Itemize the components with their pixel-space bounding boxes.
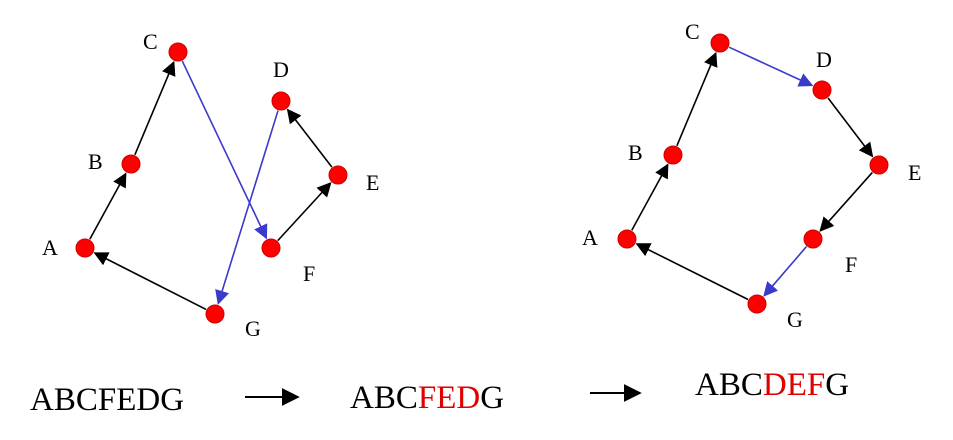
node-E	[869, 155, 889, 175]
edge-F-G	[763, 246, 808, 297]
node-label-E: E	[908, 160, 921, 185]
node-A	[75, 238, 95, 258]
edge-B-C	[134, 60, 176, 156]
node-label-A: A	[582, 225, 598, 250]
node-F	[261, 238, 281, 258]
edge-C-F	[181, 60, 268, 240]
edge-A-B	[631, 163, 669, 231]
edge-G-A	[93, 252, 207, 311]
node-label-F: F	[845, 252, 857, 277]
node-A	[617, 229, 637, 249]
node-label-B: B	[628, 140, 643, 165]
node-label-F: F	[303, 261, 315, 286]
sequence-initial-text: ABCFEDG	[30, 382, 184, 418]
node-D	[271, 91, 291, 111]
edge-D-G	[215, 110, 279, 305]
node-label-B: B	[88, 149, 103, 174]
sequence-final-highlight: DEF	[763, 367, 825, 403]
sequence-reversed-prefix: ABC	[350, 380, 418, 416]
node-label-D: D	[273, 57, 289, 82]
edge-C-D	[728, 46, 814, 87]
edge-D-E	[827, 97, 874, 158]
sequence-reversed: ABCFEDG	[350, 380, 504, 416]
sequence-reversed-suffix: G	[480, 380, 504, 416]
sequence-reversed-highlight: FED	[418, 380, 480, 416]
node-C	[710, 33, 730, 53]
node-E	[328, 165, 348, 185]
node-label-A: A	[42, 235, 58, 260]
node-label-G: G	[787, 307, 803, 332]
sequence-final-suffix: G	[825, 367, 849, 403]
node-F	[803, 229, 823, 249]
node-label-G: G	[245, 316, 261, 341]
node-G	[205, 304, 225, 324]
node-G	[747, 294, 767, 314]
edge-E-D	[286, 108, 333, 168]
node-label-E: E	[366, 170, 379, 195]
graph-after: A B C D E F G	[582, 19, 921, 332]
node-label-D: D	[816, 47, 832, 72]
edge-B-C	[676, 51, 718, 147]
node-D	[812, 80, 832, 100]
node-label-C: C	[685, 19, 700, 44]
node-B	[663, 145, 683, 165]
edge-A-B	[89, 172, 127, 240]
node-B	[121, 154, 141, 174]
edge-F-E	[277, 182, 332, 242]
edge-E-F	[819, 171, 873, 232]
node-C	[168, 42, 188, 62]
graph-before: A B C D E F G	[42, 29, 379, 341]
sequence-final-prefix: ABC	[695, 367, 763, 403]
node-label-C: C	[143, 29, 158, 54]
edge-G-A	[635, 243, 749, 301]
sequence-initial: ABCFEDG	[30, 382, 184, 418]
sequence-final: ABCDEFG	[695, 367, 849, 403]
